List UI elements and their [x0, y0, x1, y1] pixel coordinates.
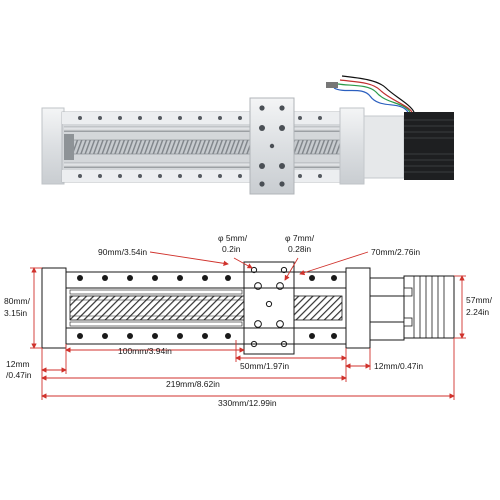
drawing-carriage-holes [250, 266, 288, 348]
dim-height-80-bottom: 3.15in [4, 308, 27, 318]
drawing-left-end [41, 267, 67, 349]
dim-end-12-left-top: 12mm [6, 359, 30, 369]
rail-holes-top [78, 116, 322, 120]
dim-end-12-left-bottom: /0.47in [6, 370, 32, 380]
dim-length-330: 330mm/12.99in [218, 398, 277, 408]
dim-motor-57-bottom: 2.24in [466, 307, 489, 317]
right-end-block [339, 107, 365, 185]
motor-wires [333, 75, 415, 113]
dim-end-12-right: 12mm/0.47in [374, 361, 423, 371]
drawing-right-end [345, 267, 371, 349]
dim-hole-dia-5-top: φ 5mm/ [218, 233, 248, 243]
dim-height-80-top: 80mm/ [4, 296, 31, 306]
ball-screw [65, 139, 341, 155]
technical-drawing [41, 261, 455, 355]
dim-hole-dia-7-top: φ 7mm/ [285, 233, 315, 243]
rail-holes-bottom [78, 174, 322, 178]
carriage-holes [259, 105, 285, 187]
guide-rod-top [64, 126, 342, 132]
dim-carriage-50: 50mm/1.97in [240, 361, 289, 371]
dim-rail-100: 100mm/3.94in [118, 346, 172, 356]
dim-hole-spacing-90: 90mm/3.54in [98, 247, 147, 257]
left-end-block [41, 107, 65, 185]
coupler-housing [363, 115, 405, 179]
product-photo [41, 75, 454, 195]
drawing-rail-holes [77, 275, 337, 339]
drawing-motor [403, 275, 455, 339]
guide-rod-bottom [64, 162, 342, 168]
dim-length-219: 219mm/8.62in [166, 379, 220, 389]
dim-hole-dia-5-bottom: 0.2in [222, 244, 241, 254]
drawing-screw-section [69, 295, 245, 321]
dim-hole-dia-7-bottom: 0.28in [288, 244, 311, 254]
dimension-labels: 90mm/3.54in φ 5mm/ 0.2in φ 7mm/ 0.28in 7… [4, 233, 493, 408]
dimension-lines [30, 251, 466, 400]
dim-motor-57-top: 57mm/ [466, 295, 493, 305]
dim-hole-spacing-70: 70mm/2.76in [371, 247, 420, 257]
drawing-carriage [243, 261, 295, 355]
stepper-motor [404, 112, 454, 180]
